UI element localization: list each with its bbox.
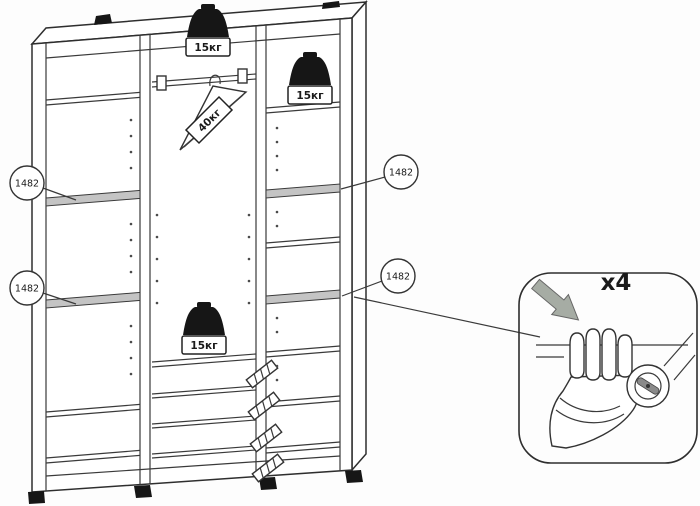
inset-leader-line	[353, 296, 541, 338]
weight-icon-top: 15кг	[185, 4, 231, 57]
wardrobe-side-panel	[351, 0, 367, 472]
callout-1482-right-upper: 1482	[340, 154, 419, 190]
drawer-slides	[245, 359, 285, 483]
weight-icon-right: 15кг	[287, 52, 333, 105]
weight-icon-drawers: 15кг	[181, 302, 227, 355]
detail-inset: x4	[518, 270, 698, 464]
arrow-icon	[530, 278, 580, 321]
middle-column	[151, 68, 257, 459]
inset-bubble	[518, 272, 698, 464]
shelf-pin-holes	[129, 118, 279, 382]
callout-label: 1482	[386, 272, 410, 283]
callout-label: 1482	[389, 168, 413, 179]
hand-icon	[549, 328, 640, 449]
shelf-1482	[265, 183, 341, 199]
wardrobe-front	[31, 17, 353, 493]
callout-1482-left-lower: 1482	[9, 270, 77, 306]
wardrobe-frame	[28, 0, 368, 504]
drawer-slide-icon	[247, 391, 281, 421]
weight-label-right: 15кг	[296, 90, 324, 102]
drawer-slide-icon	[251, 453, 285, 483]
foot-icon	[259, 477, 277, 490]
drawer-slide-icon	[245, 359, 279, 389]
x4-label: x4	[601, 270, 632, 296]
hanger-weight-banner	[184, 95, 234, 145]
right-column-shelves	[265, 101, 341, 454]
callout-label: 1482	[15, 179, 39, 190]
drawer-slide-icon	[249, 423, 283, 453]
left-column-shelves	[45, 91, 141, 464]
callout-label: 1482	[15, 284, 39, 295]
rail-bracket-icon	[156, 75, 167, 91]
foot-icon	[345, 470, 363, 483]
foot-icon	[134, 485, 152, 498]
weight-label-top: 15кг	[194, 42, 222, 54]
cam-lock-icon	[626, 364, 670, 408]
shelf-1482	[45, 291, 141, 309]
rail-bracket-icon	[237, 68, 248, 84]
callout-1482-left-upper: 1482	[9, 165, 77, 201]
shelf-1482	[265, 289, 341, 305]
top-clip-icon	[322, 1, 340, 9]
callout-1482-right-lower: 1482	[341, 258, 416, 297]
foot-icon	[28, 491, 45, 504]
shelf-1482	[45, 189, 141, 207]
weight-label-drawers: 15кг	[190, 340, 218, 352]
top-clip-icon	[94, 14, 112, 25]
panel-edge-lines	[663, 332, 696, 381]
